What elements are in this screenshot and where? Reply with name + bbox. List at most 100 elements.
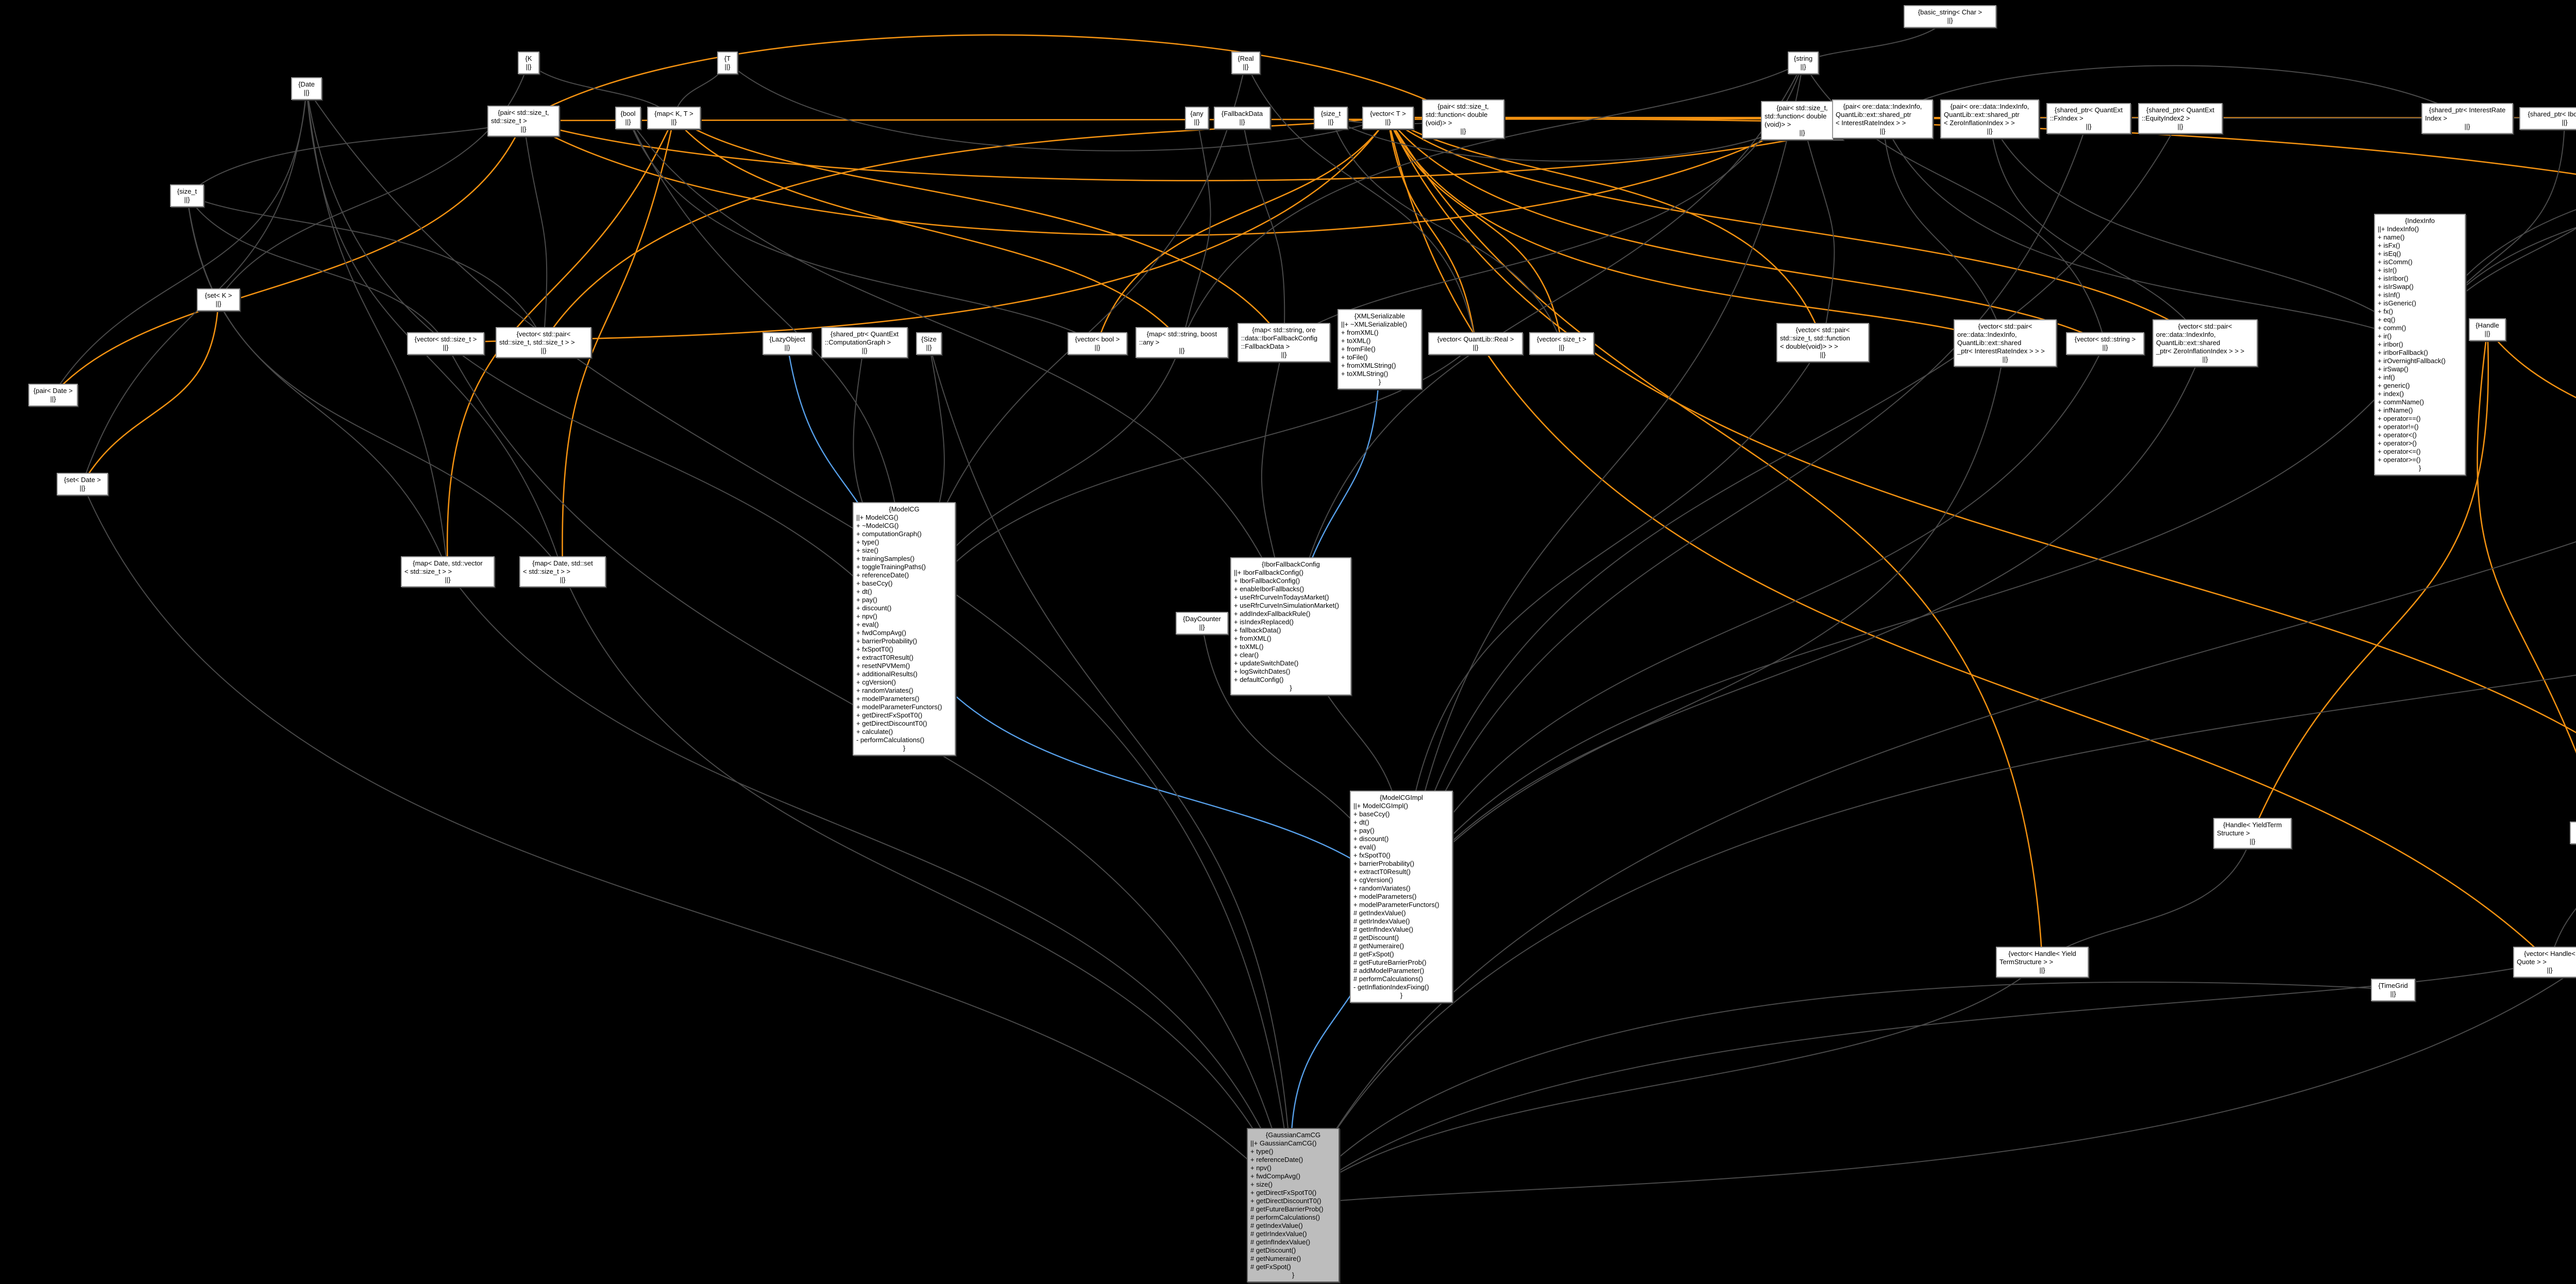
- class-node-model-cg[interactable]: {ModelCG||+ ModelCG()+ ~ModelCG()+ compu…: [853, 502, 956, 756]
- class-node-vec-pair-ii-zi[interactable]: {vector< std::pair<ore::data::IndexInfo,…: [2153, 319, 2258, 367]
- edge-map-date-vec-a-map-k-t: [446, 116, 675, 572]
- class-node-map-k-t[interactable]: {map< K, T >||}: [647, 107, 701, 129]
- class-node-label-line: ||}: [1385, 118, 1391, 126]
- class-node-set-k[interactable]: {set< K >||}: [197, 288, 240, 311]
- class-node-label-line: {shared_ptr< InterestRate: [2429, 106, 2506, 114]
- class-node-vec-pair-ii-ir[interactable]: {vector< std::pair<ore::data::IndexInfo,…: [1954, 319, 2057, 367]
- class-node-label-line: Quote > >: [2517, 958, 2547, 966]
- class-node-vec-handle-quote[interactable]: {vector< Handle<Quote > >||}: [2513, 947, 2576, 978]
- class-node-string[interactable]: {string||}: [1788, 52, 1819, 74]
- class-node-real[interactable]: {Real||}: [1231, 52, 1260, 74]
- class-node-vec-bool[interactable]: {vector< bool >||}: [1067, 332, 1127, 355]
- class-node-label-line: ::EquityIndex2 >: [2142, 114, 2190, 122]
- class-node-label-line: + extractT0Result(): [1353, 868, 1411, 876]
- class-node-label-line: {TimeGrid: [2378, 982, 2408, 989]
- class-node-pair-sf-a[interactable]: {pair< std::size_t,std::function< double…: [1422, 99, 1504, 139]
- class-node-pair-date[interactable]: {pair< Date >||}: [28, 384, 78, 406]
- class-node-label-line: {pair< ore::data::IndexInfo,: [1950, 102, 2029, 110]
- class-node-map-date-vec-b[interactable]: {map< Date, std::set< std::size_t > >||}: [519, 556, 606, 587]
- class-node-label-line: {shared_ptr< QuantExt: [2146, 106, 2214, 114]
- class-node-size[interactable]: {Size||}: [916, 332, 942, 355]
- class-node-size-t-b[interactable]: {size_t||}: [1314, 107, 1348, 129]
- class-node-size-t-a[interactable]: {size_t||}: [170, 184, 204, 207]
- class-node-time-grid[interactable]: {TimeGrid||}: [2371, 979, 2415, 1001]
- class-node-map-string-any[interactable]: {map< std::string, boost::any >||}: [1136, 327, 1228, 358]
- edge-vec-size-tr-vector-t: [1386, 112, 2576, 123]
- class-node-sp-ibor[interactable]: {shared_ptr< IborIndex >||}: [2519, 107, 2576, 130]
- class-node-date[interactable]: {Date||}: [291, 77, 322, 100]
- class-node-sp-fx[interactable]: {shared_ptr< QuantExt::FxIndex >||}: [2046, 103, 2131, 134]
- class-node-label-line: {Size: [921, 335, 937, 343]
- class-node-pair-ii-ir[interactable]: {pair< ore::data::IndexInfo,QuantLib::ex…: [1832, 99, 1933, 139]
- class-node-label-line: {GaussianCamCG: [1265, 1131, 1321, 1139]
- edge-set-date-gaussian-cam-cg: [82, 483, 1293, 1205]
- class-node-index-info[interactable]: {IndexInfo||+ IndexInfo()+ name()+ isFx(…: [2374, 214, 2466, 475]
- edge-index-info-model-cg-impl: [1401, 344, 2420, 896]
- class-node-label-line: ore::data::IndexInfo,: [1957, 331, 2017, 338]
- class-node-label-line: ||}: [560, 576, 566, 584]
- edge-pair-ii-zi-vec-pair-ii-zi: [1989, 118, 2205, 343]
- class-node-gaussian-cam-cg[interactable]: {GaussianCamCG||+ GaussianCamCG()+ type(…: [1247, 1128, 1340, 1282]
- class-node-label-line: {pair< std::size_t,: [1437, 102, 1489, 110]
- class-node-label-line: # getFxSpot(): [1250, 1263, 1291, 1271]
- class-node-map-string-fallback[interactable]: {map< std::string, ore::data::IborFallba…: [1238, 323, 1330, 362]
- class-node-label-line: + fwdCompAvg(): [1250, 1172, 1300, 1180]
- class-node-pair-sf-b[interactable]: {pair< std::size_t,std::function< double…: [1761, 101, 1843, 140]
- class-node-label-line: + operator>=(): [2378, 456, 2421, 464]
- class-node-pair-ii-zi[interactable]: {pair< ore::data::IndexInfo,QuantLib::ex…: [1940, 99, 2039, 139]
- class-node-label-line: ||}: [926, 344, 932, 351]
- class-node-bool[interactable]: {bool||}: [615, 107, 641, 129]
- class-node-label-line: {vector< Handle< Yield: [2008, 950, 2076, 957]
- class-node-vector-t[interactable]: {vector< T >||}: [1362, 107, 1414, 129]
- class-node-label-line: ||}: [540, 347, 547, 354]
- edge-real-vec-real: [1245, 62, 1476, 343]
- edge-map-date-vec-b-map-k-t: [562, 116, 677, 572]
- class-node-label-line: ||}: [1281, 351, 1287, 358]
- class-node-label-line: QuantLib::ext::shared: [2156, 339, 2221, 347]
- class-node-label-line: + trainingSamples(): [856, 555, 915, 562]
- class-node-sp-eq[interactable]: {shared_ptr< QuantExt::EquityIndex2 >||}: [2138, 103, 2223, 134]
- edge-size-t-a-map-date-vec-a: [187, 195, 448, 571]
- class-node-label-line: {vector< std::string >: [2074, 335, 2136, 343]
- edge-date-map-date-vec-a: [306, 88, 448, 571]
- class-node-vec-size-m[interactable]: {vector< std::size_t >||}: [407, 332, 484, 355]
- class-node-label-line: + getDirectFxSpotT0(): [856, 711, 923, 719]
- class-node-vec-pair-ss[interactable]: {vector< std::pair<std::size_t, std::siz…: [496, 327, 591, 358]
- edge-handle-cam-gaussian-cam-cg: [1293, 674, 2576, 1205]
- class-node-sp-compgraph[interactable]: {shared_ptr< QuantExt::ComputationGraph …: [821, 327, 908, 358]
- class-node-t[interactable]: {T||}: [717, 52, 738, 74]
- class-node-day-counter[interactable]: {DayCounter||}: [1176, 612, 1228, 635]
- class-node-vec-string[interactable]: {vector< std::string >||}: [2066, 332, 2144, 355]
- class-node-label-line: ||}: [2390, 990, 2396, 998]
- class-node-any[interactable]: {any||}: [1185, 107, 1209, 129]
- class-node-label-line: (void)> >: [1426, 119, 1452, 127]
- class-node-ibor-fallback-config[interactable]: {IborFallbackConfig||+ IborFallbackConfi…: [1230, 557, 1351, 695]
- class-node-label-line: + modelParameterFunctors(): [1353, 901, 1439, 909]
- class-node-lazy-object[interactable]: {LazyObject||}: [762, 332, 812, 355]
- edge-vec-real-vector-t: [1384, 116, 1477, 344]
- edge-date-gaussian-cam-cg: [306, 88, 1293, 1205]
- class-node-vec-pair-sf[interactable]: {vector< std::pair<std::size_t, std::fun…: [1776, 323, 1869, 362]
- class-node-label-line: ||}: [1987, 127, 1993, 135]
- edge-pair-sf-b-vec-pair-sf: [1802, 119, 1835, 342]
- class-node-map-date-vec-a[interactable]: {map< Date, std::vector< std::size_t > >…: [401, 556, 495, 587]
- class-node-label-line: std::function< double: [1765, 112, 1827, 120]
- class-node-model-cg-impl[interactable]: {ModelCGImpl||+ ModelCGImpl()+ baseCcy()…: [1350, 791, 1453, 1003]
- class-node-basic-string[interactable]: {basic_string< Char >||}: [1904, 5, 1996, 28]
- class-node-fallback-data[interactable]: {FallbackData||}: [1214, 107, 1270, 129]
- class-node-handle-quote[interactable]: {Handle< Quote >||}: [2570, 821, 2576, 844]
- class-node-vec-size-b[interactable]: {vector< size_t >||}: [1529, 332, 1594, 355]
- class-node-handle[interactable]: {Handle||}: [2469, 318, 2506, 341]
- class-node-label-line: {pair< ore::data::IndexInfo,: [1843, 102, 1922, 110]
- class-node-set-date[interactable]: {set< Date >||}: [57, 473, 108, 495]
- class-node-pair-size-size[interactable]: {pair< std::size_t,std::size_t >||}: [487, 106, 560, 136]
- class-node-label-line: + addIndexFallbackRule(): [1234, 610, 1311, 618]
- class-node-label-line: + npv(): [856, 612, 877, 620]
- class-node-label-line: < std::size_t > >: [523, 568, 571, 575]
- class-node-k[interactable]: {K||}: [518, 52, 539, 74]
- class-node-vec-real[interactable]: {vector< QuantLib::Real >||}: [1428, 332, 1523, 355]
- class-node-xml-serializable[interactable]: {XMLSerializable||+ ~XMLSerializable()+ …: [1337, 309, 1422, 389]
